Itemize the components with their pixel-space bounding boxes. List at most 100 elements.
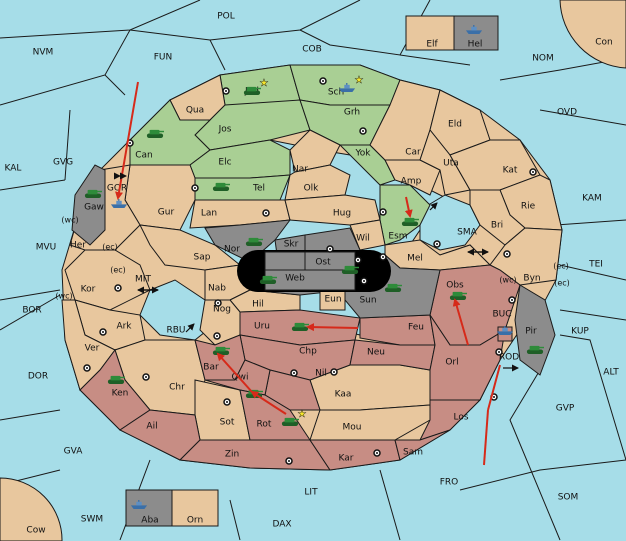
region-Con[interactable] <box>559 0 626 69</box>
coast-label: (ec) <box>553 262 569 271</box>
label-Nor: Nor <box>224 245 240 255</box>
label-Tel: Tel <box>252 184 265 194</box>
label-Sam: Sam <box>403 448 423 458</box>
label-DAX: DAX <box>272 520 291 530</box>
supply-center-dot <box>357 259 359 261</box>
label-Zin: Zin <box>225 450 239 460</box>
supply-center-dot <box>145 376 147 378</box>
region-Pir[interactable] <box>514 284 556 376</box>
label-Nog: Nog <box>213 305 231 315</box>
supply-center-dot <box>363 280 365 282</box>
label-Orn: Orn <box>187 516 203 526</box>
label-KUP: KUP <box>571 327 589 337</box>
region-Orl[interactable] <box>429 314 506 401</box>
label-ROD: ROD <box>499 353 519 363</box>
supply-center-dot <box>225 90 227 92</box>
label-ALT: ALT <box>603 368 619 378</box>
region-Orn[interactable] <box>171 489 219 527</box>
label-Eun: Eun <box>324 295 341 305</box>
supply-center-dot <box>217 302 219 304</box>
label-GVG: GVG <box>53 158 73 168</box>
label-Aba: Aba <box>141 516 158 526</box>
double-arrows <box>114 172 519 372</box>
label-Bar: Bar <box>203 363 219 373</box>
label-Nab: Nab <box>208 284 226 294</box>
supply-center-dot <box>117 287 119 289</box>
region-Web-overlay <box>264 251 356 291</box>
label-Hug: Hug <box>333 209 351 219</box>
label-COB: COB <box>302 45 322 55</box>
region-Sam[interactable] <box>394 429 451 461</box>
green-territories <box>129 64 431 246</box>
region-Neu[interactable] <box>349 339 436 371</box>
label-Chr: Chr <box>169 383 185 393</box>
supply-center-dot <box>382 256 384 258</box>
label-Chp: Chp <box>299 347 317 357</box>
supply-center-dot <box>436 243 438 245</box>
label-KAL: KAL <box>5 164 22 174</box>
label-Gaw: Gaw <box>84 203 104 213</box>
supply-center-dot <box>216 335 218 337</box>
label-Yok: Yok <box>354 149 371 159</box>
region-Cow[interactable] <box>0 477 63 541</box>
region-Ail[interactable] <box>119 409 201 461</box>
label-NVM: NVM <box>33 48 54 58</box>
label-Ver: Ver <box>85 344 100 354</box>
order-arrow <box>452 298 469 346</box>
region-Tel[interactable] <box>194 174 291 201</box>
region-Elf[interactable] <box>405 15 455 51</box>
red-territories <box>79 264 521 471</box>
label-Kaa: Kaa <box>335 390 352 400</box>
label-Web: Web <box>285 274 305 284</box>
supply-centers <box>83 77 537 465</box>
supply-center-dot <box>129 142 131 144</box>
order-arrows <box>115 81 501 466</box>
supply-center-dot <box>226 401 228 403</box>
label-Can: Can <box>135 151 153 161</box>
star-icon: ★ <box>260 78 269 89</box>
label-Qua: Qua <box>186 106 204 116</box>
supply-center-dot <box>362 130 364 132</box>
coast-label: (ec) <box>102 243 118 252</box>
order-arrow <box>404 196 413 218</box>
label-Jos: Jos <box>218 125 232 135</box>
label-GVP: GVP <box>556 404 575 414</box>
label-Kor: Kor <box>81 285 96 295</box>
label-Grh: Grh <box>344 108 360 118</box>
label-OVD: OVD <box>557 108 577 118</box>
label-Nil: Nil <box>315 369 327 379</box>
label-Nar: Nar <box>292 165 308 175</box>
region-Nar[interactable] <box>289 129 341 173</box>
order-arrow <box>216 352 253 393</box>
star-icon: ★ <box>355 75 364 86</box>
label-Ken: Ken <box>112 389 129 399</box>
label-SOM: SOM <box>558 493 579 503</box>
label-KAM: KAM <box>582 194 602 204</box>
label-Sap: Sap <box>194 253 211 263</box>
label-GVA: GVA <box>64 447 84 457</box>
label-Esm: Esm <box>388 232 407 242</box>
label-Kat: Kat <box>503 166 518 176</box>
label-Uta: Uta <box>443 159 459 169</box>
label-RBU: RBU <box>166 326 185 336</box>
label-DOR: DOR <box>28 372 48 382</box>
label-Ark: Ark <box>116 322 132 332</box>
label-Elf: Elf <box>426 40 438 50</box>
label-POL: POL <box>217 12 235 22</box>
supply-center-dot <box>288 460 290 462</box>
label-Pir: Pir <box>525 327 537 337</box>
supply-center-dot <box>493 396 495 398</box>
region-Gaw[interactable] <box>71 164 106 246</box>
coast-label: (wc) <box>61 216 78 225</box>
coast-label: (ec) <box>110 266 126 275</box>
label-Sun: Sun <box>359 296 376 306</box>
label-Sch: Sch <box>328 88 344 98</box>
coast-label: (ec) <box>554 279 570 288</box>
label-Byn: Byn <box>523 274 540 284</box>
order-arrow <box>250 390 287 415</box>
supply-center-dot <box>329 248 331 250</box>
label-TEI: TEI <box>588 260 603 270</box>
label-Uru: Uru <box>254 322 270 332</box>
